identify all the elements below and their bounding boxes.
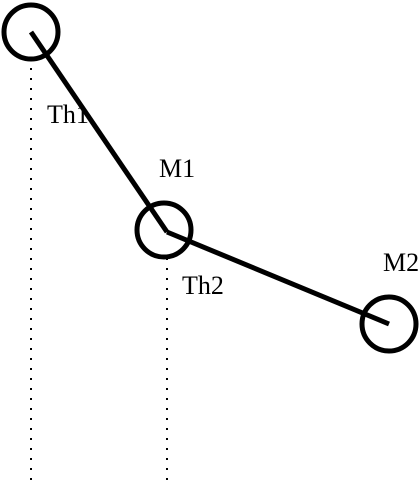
mass1-circle [134, 200, 194, 260]
mass2-label: M2 [383, 248, 419, 277]
theta1-label: Th1 [47, 100, 89, 129]
mass2-circle [359, 294, 419, 354]
mass1-label: M1 [159, 154, 195, 183]
pendulum-arm-upper [28, 30, 170, 234]
pendulum-arm-lower [166, 229, 390, 327]
theta2-label: Th2 [182, 271, 224, 300]
pivot-circle [1, 2, 61, 62]
